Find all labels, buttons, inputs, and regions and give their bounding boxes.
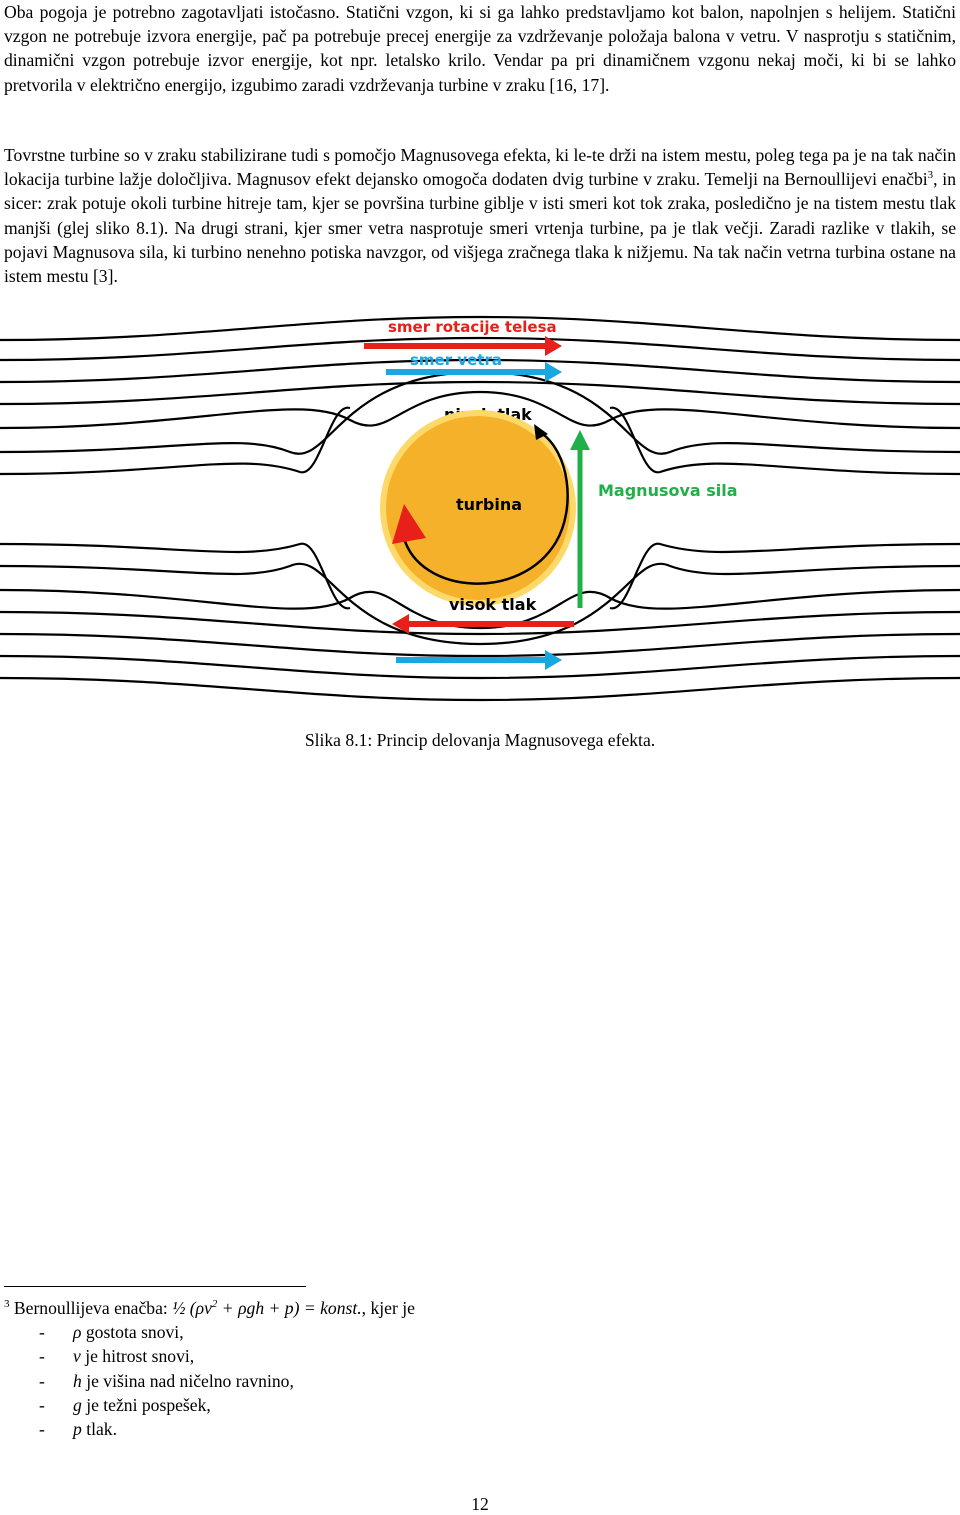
streamline: [0, 390, 960, 430]
list-item-text: je hitrost snovi,: [80, 1346, 195, 1367]
list-dash: -: [39, 1322, 45, 1343]
list-item-text: tlak.: [81, 1419, 117, 1440]
streamline: [0, 676, 960, 702]
streamline: [0, 610, 960, 636]
paragraph-2-text: Tovrstne turbine so v zraku stabiliziran…: [4, 145, 956, 190]
list-item-text: je težni pospešek,: [81, 1394, 211, 1415]
symbol-v: v: [73, 1346, 81, 1367]
streamline: [0, 632, 960, 658]
streamline: [609, 406, 960, 476]
rotation-arc-head: [534, 424, 548, 440]
high-pressure-label: visok tlak: [449, 595, 537, 614]
symbol-g: g: [73, 1394, 82, 1415]
turbine-label: turbina: [456, 495, 522, 514]
streamline: [0, 336, 960, 362]
streamline: [0, 654, 960, 680]
rotation-label: smer rotacije telesa: [388, 318, 557, 336]
list-item: - h je višina nad ničelno ravnino,: [4, 1369, 415, 1393]
footnote-number: 3: [4, 1298, 10, 1311]
footnote-intro: 3 Bernoullijeva enačba: ½ (ρv2 + ρgh + p…: [4, 1296, 415, 1320]
wind-arrow-bottom-head: [545, 650, 562, 670]
streamline: [0, 542, 351, 610]
magnus-force-arrow-head: [570, 430, 590, 450]
footnote-intro-prefix: Bernoullijeva enačba:: [13, 1298, 173, 1318]
list-item: - ρ gostota snovi,: [4, 1320, 415, 1344]
list-dash: -: [39, 1346, 45, 1367]
rotation-arrow-top-head: [545, 336, 562, 356]
magnus-effect-figure: smer rotacije telesa smer vetra nizek tl…: [0, 312, 960, 710]
rotation-arrow-bottom-head: [392, 614, 409, 634]
symbol-p: p: [73, 1419, 82, 1440]
list-item: - p tlak.: [4, 1417, 415, 1441]
figure-caption: Slika 8.1: Princip delovanja Magnusovega…: [304, 730, 656, 750]
footnote-ref: 3: [927, 169, 934, 182]
paragraph-2-rest: , in sicer: zrak potuje okoli turbine hi…: [4, 169, 956, 287]
list-item: - v je hitrost snovi,: [4, 1344, 415, 1368]
streamline: [0, 588, 960, 630]
magnus-force-label: Magnusova sila: [598, 481, 738, 500]
streamline: [0, 315, 960, 342]
streamline: [0, 562, 960, 646]
list-dash: -: [39, 1394, 45, 1415]
streamline: [0, 358, 960, 384]
list-dash: -: [39, 1370, 45, 1391]
symbol-rho: ρ: [73, 1322, 82, 1343]
bernoulli-equation: ½ (ρv2 + ρgh + p) = konst.: [172, 1298, 362, 1318]
list-item: - g je težni pospešek,: [4, 1393, 415, 1417]
streamline: [0, 380, 960, 406]
list-item-text: je višina nad ničelno ravnino,: [81, 1370, 294, 1391]
streamline: [0, 406, 351, 476]
footnote-divider: [4, 1286, 306, 1287]
wind-label: smer vetra: [410, 351, 502, 369]
list-item-text: gostota snovi,: [81, 1322, 184, 1343]
rotation-red-marker: [392, 504, 426, 544]
footnote-list: - ρ gostota snovi, - v je hitrost snovi, -…: [4, 1320, 415, 1441]
page-number: 12: [471, 1494, 489, 1514]
turbine-body: [386, 416, 570, 600]
symbol-h: h: [73, 1370, 82, 1391]
wind-arrow-top-head: [545, 362, 562, 382]
paragraph-2: Tovrstne turbine so v zraku stabiliziran…: [4, 143, 956, 288]
magnus-diagram: smer rotacije telesa smer vetra nizek tl…: [0, 315, 960, 702]
footnote-intro-suffix: , kjer je: [361, 1298, 415, 1318]
list-dash: -: [39, 1419, 45, 1440]
streamlines: [0, 315, 960, 702]
paragraph-1: Oba pogoja je potrebno zagotavljati isto…: [4, 2, 956, 95]
streamline: [609, 542, 960, 610]
rotation-arc: [402, 430, 569, 585]
footnote: 3 Bernoullijeva enačba: ½ (ρv2 + ρgh + p…: [4, 1296, 415, 1441]
